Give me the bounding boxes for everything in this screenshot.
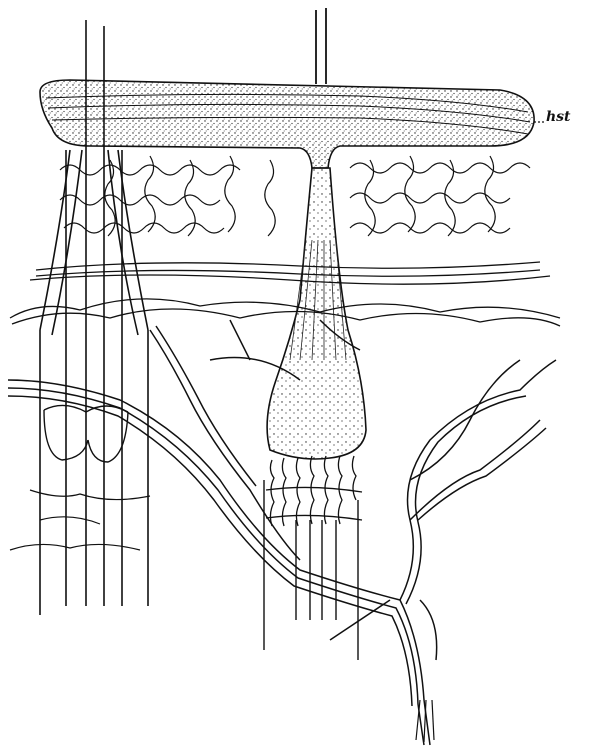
lower-left-beaded-fibres: [10, 490, 150, 550]
top-stalks: [316, 8, 326, 84]
horizontal-fibre-bands: [10, 262, 560, 326]
cell-fringe: [266, 456, 362, 526]
fibre-plexus: [60, 156, 530, 236]
membrane-hst: [40, 80, 544, 168]
central-cell: [267, 168, 366, 459]
label-hst: hst: [546, 109, 571, 125]
